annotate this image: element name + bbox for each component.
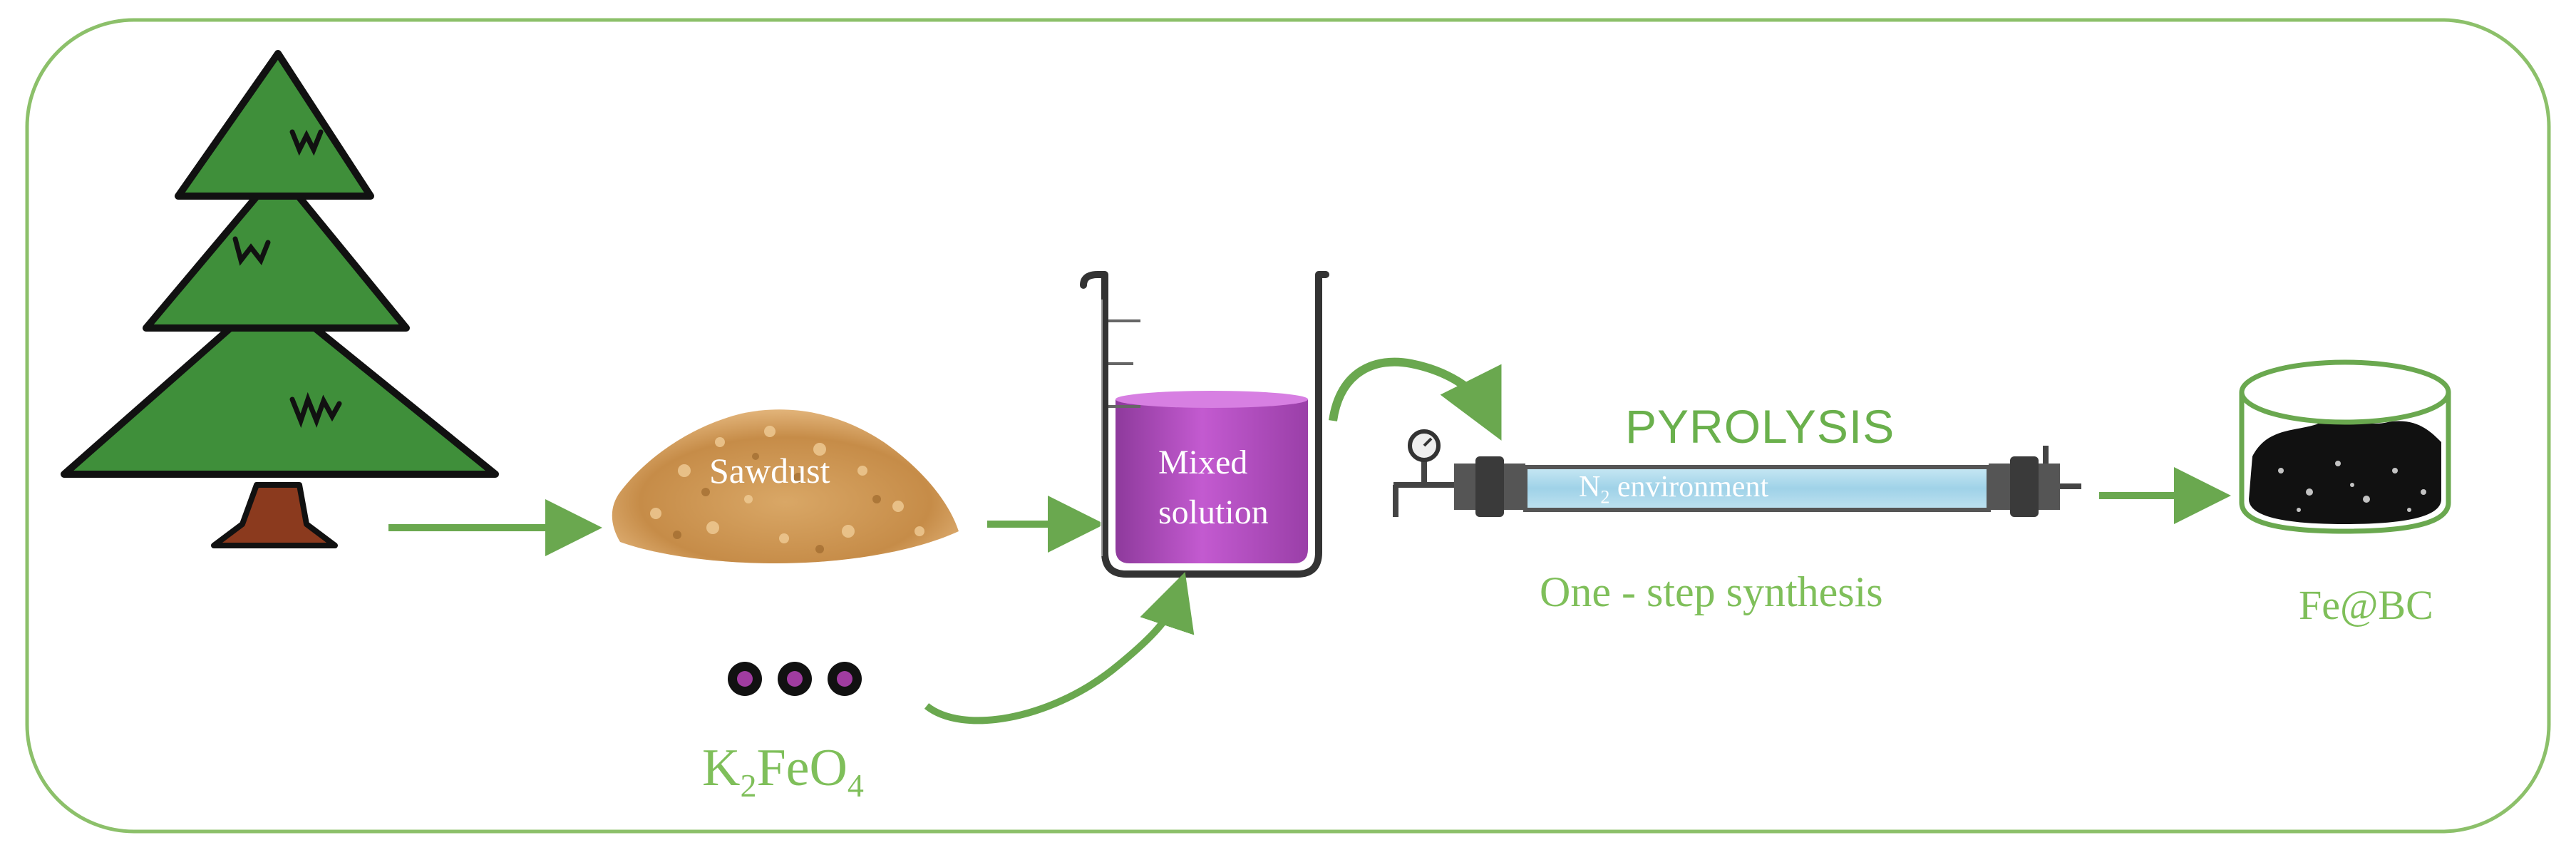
tube-furnace-icon [1393,446,2081,517]
n2-environment-label: N2 environment [1579,472,1768,506]
n2-subscript: 2 [1600,486,1610,508]
outer-frame [25,18,2551,834]
pressure-gauge-icon [1408,429,1441,485]
n2-environment-text: environment [1609,471,1769,503]
arrow-beaker-to-furnace [1329,357,1502,441]
mixed-solution-label-line2: solution [1158,493,1269,531]
arrow-k2feo4-to-beaker [924,572,1195,725]
mixed-solution-label-line1: Mixed [1158,444,1248,481]
sawdust-pile-icon [612,409,959,563]
product-label: Fe@BC [2299,582,2433,628]
beaker-icon [1080,271,1329,578]
k2feo4-particles-icon [728,662,862,696]
k2feo4-k-subscript: 2 [740,767,757,804]
n2-symbol: N [1579,471,1601,503]
pyrolysis-title: PYROLYSIS [1625,400,1895,453]
tree-icon [61,50,499,548]
sawdust-label: Sawdust [709,451,830,491]
one-step-synthesis-label: One - step synthesis [1540,568,1883,615]
k2feo4-feo: FeO [756,739,847,797]
k2feo4-o-subscript: 4 [847,767,864,804]
biochar-dish-icon [2239,359,2451,534]
k2feo4-k: K [702,739,741,797]
k2feo4-label: K2FeO4 [702,742,864,802]
